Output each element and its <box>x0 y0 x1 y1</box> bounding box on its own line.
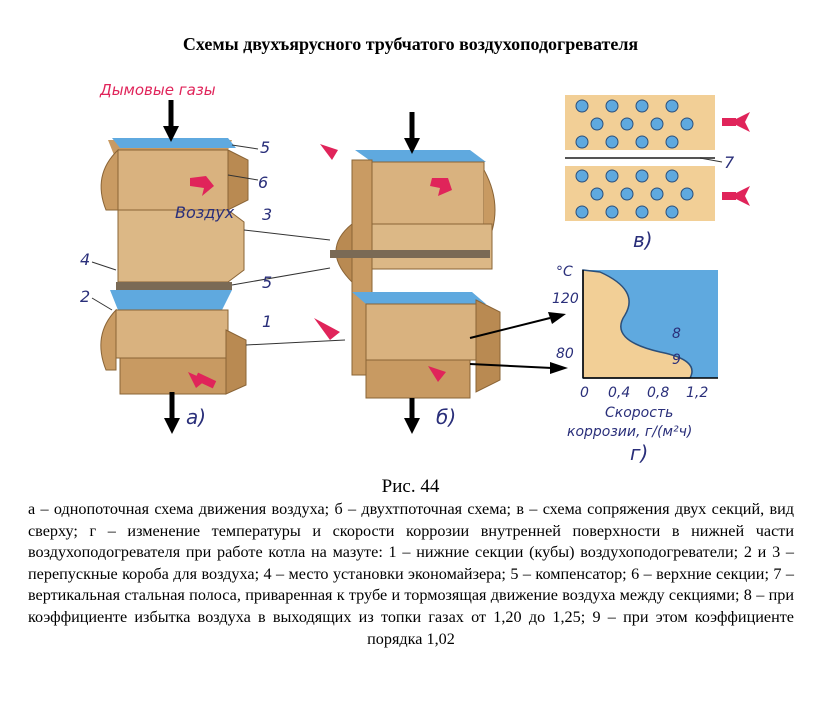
panel-c-label: в) <box>633 228 653 252</box>
panel-b-air-heater: б) <box>314 112 500 434</box>
x-tick-0-4: 0,4 <box>608 385 630 401</box>
label-6: 6 <box>258 173 268 192</box>
curve-label-9: 9 <box>672 352 681 368</box>
panel-c-tube-rows: 7 в) <box>565 95 750 252</box>
y-tick-120: 120 <box>552 291 579 307</box>
air-label: Воздух <box>175 203 235 222</box>
x-tick-0: 0 <box>580 385 589 401</box>
curve-label-8: 8 <box>672 326 681 342</box>
label-4: 4 <box>80 250 90 269</box>
x-tick-0-8: 0,8 <box>647 385 669 401</box>
label-3: 3 <box>262 205 272 224</box>
figure-number: Рис. 44 <box>0 476 821 498</box>
label-2: 2 <box>80 287 90 306</box>
label-5-bottom: 5 <box>262 273 272 292</box>
y-unit: °C <box>556 264 573 280</box>
label-7: 7 <box>724 153 735 172</box>
figure-caption: а – однопоточная схема движения воздуха;… <box>28 499 794 650</box>
label-5-top: 5 <box>260 138 270 157</box>
panel-d-chart: °C 120 80 0 0,4 0,8 1,2 Скорость коррози… <box>470 264 718 465</box>
y-tick-80: 80 <box>556 346 574 362</box>
label-1: 1 <box>262 312 272 331</box>
flue-gases-label: Дымовые газы <box>99 81 216 99</box>
x-tick-1-2: 1,2 <box>686 385 708 401</box>
panel-d-label: г) <box>630 441 648 465</box>
panel-a-label: а) <box>186 405 206 429</box>
figure-illustration: Дымовые газы Воздух 5 6 <box>0 0 821 475</box>
x-label-units: коррозии, г/(м²ч) <box>567 424 692 440</box>
panel-a-air-heater: Дымовые газы Воздух 5 6 <box>80 81 345 434</box>
panel-b-label: б) <box>436 405 456 429</box>
x-label-speed: Скорость <box>605 405 673 421</box>
